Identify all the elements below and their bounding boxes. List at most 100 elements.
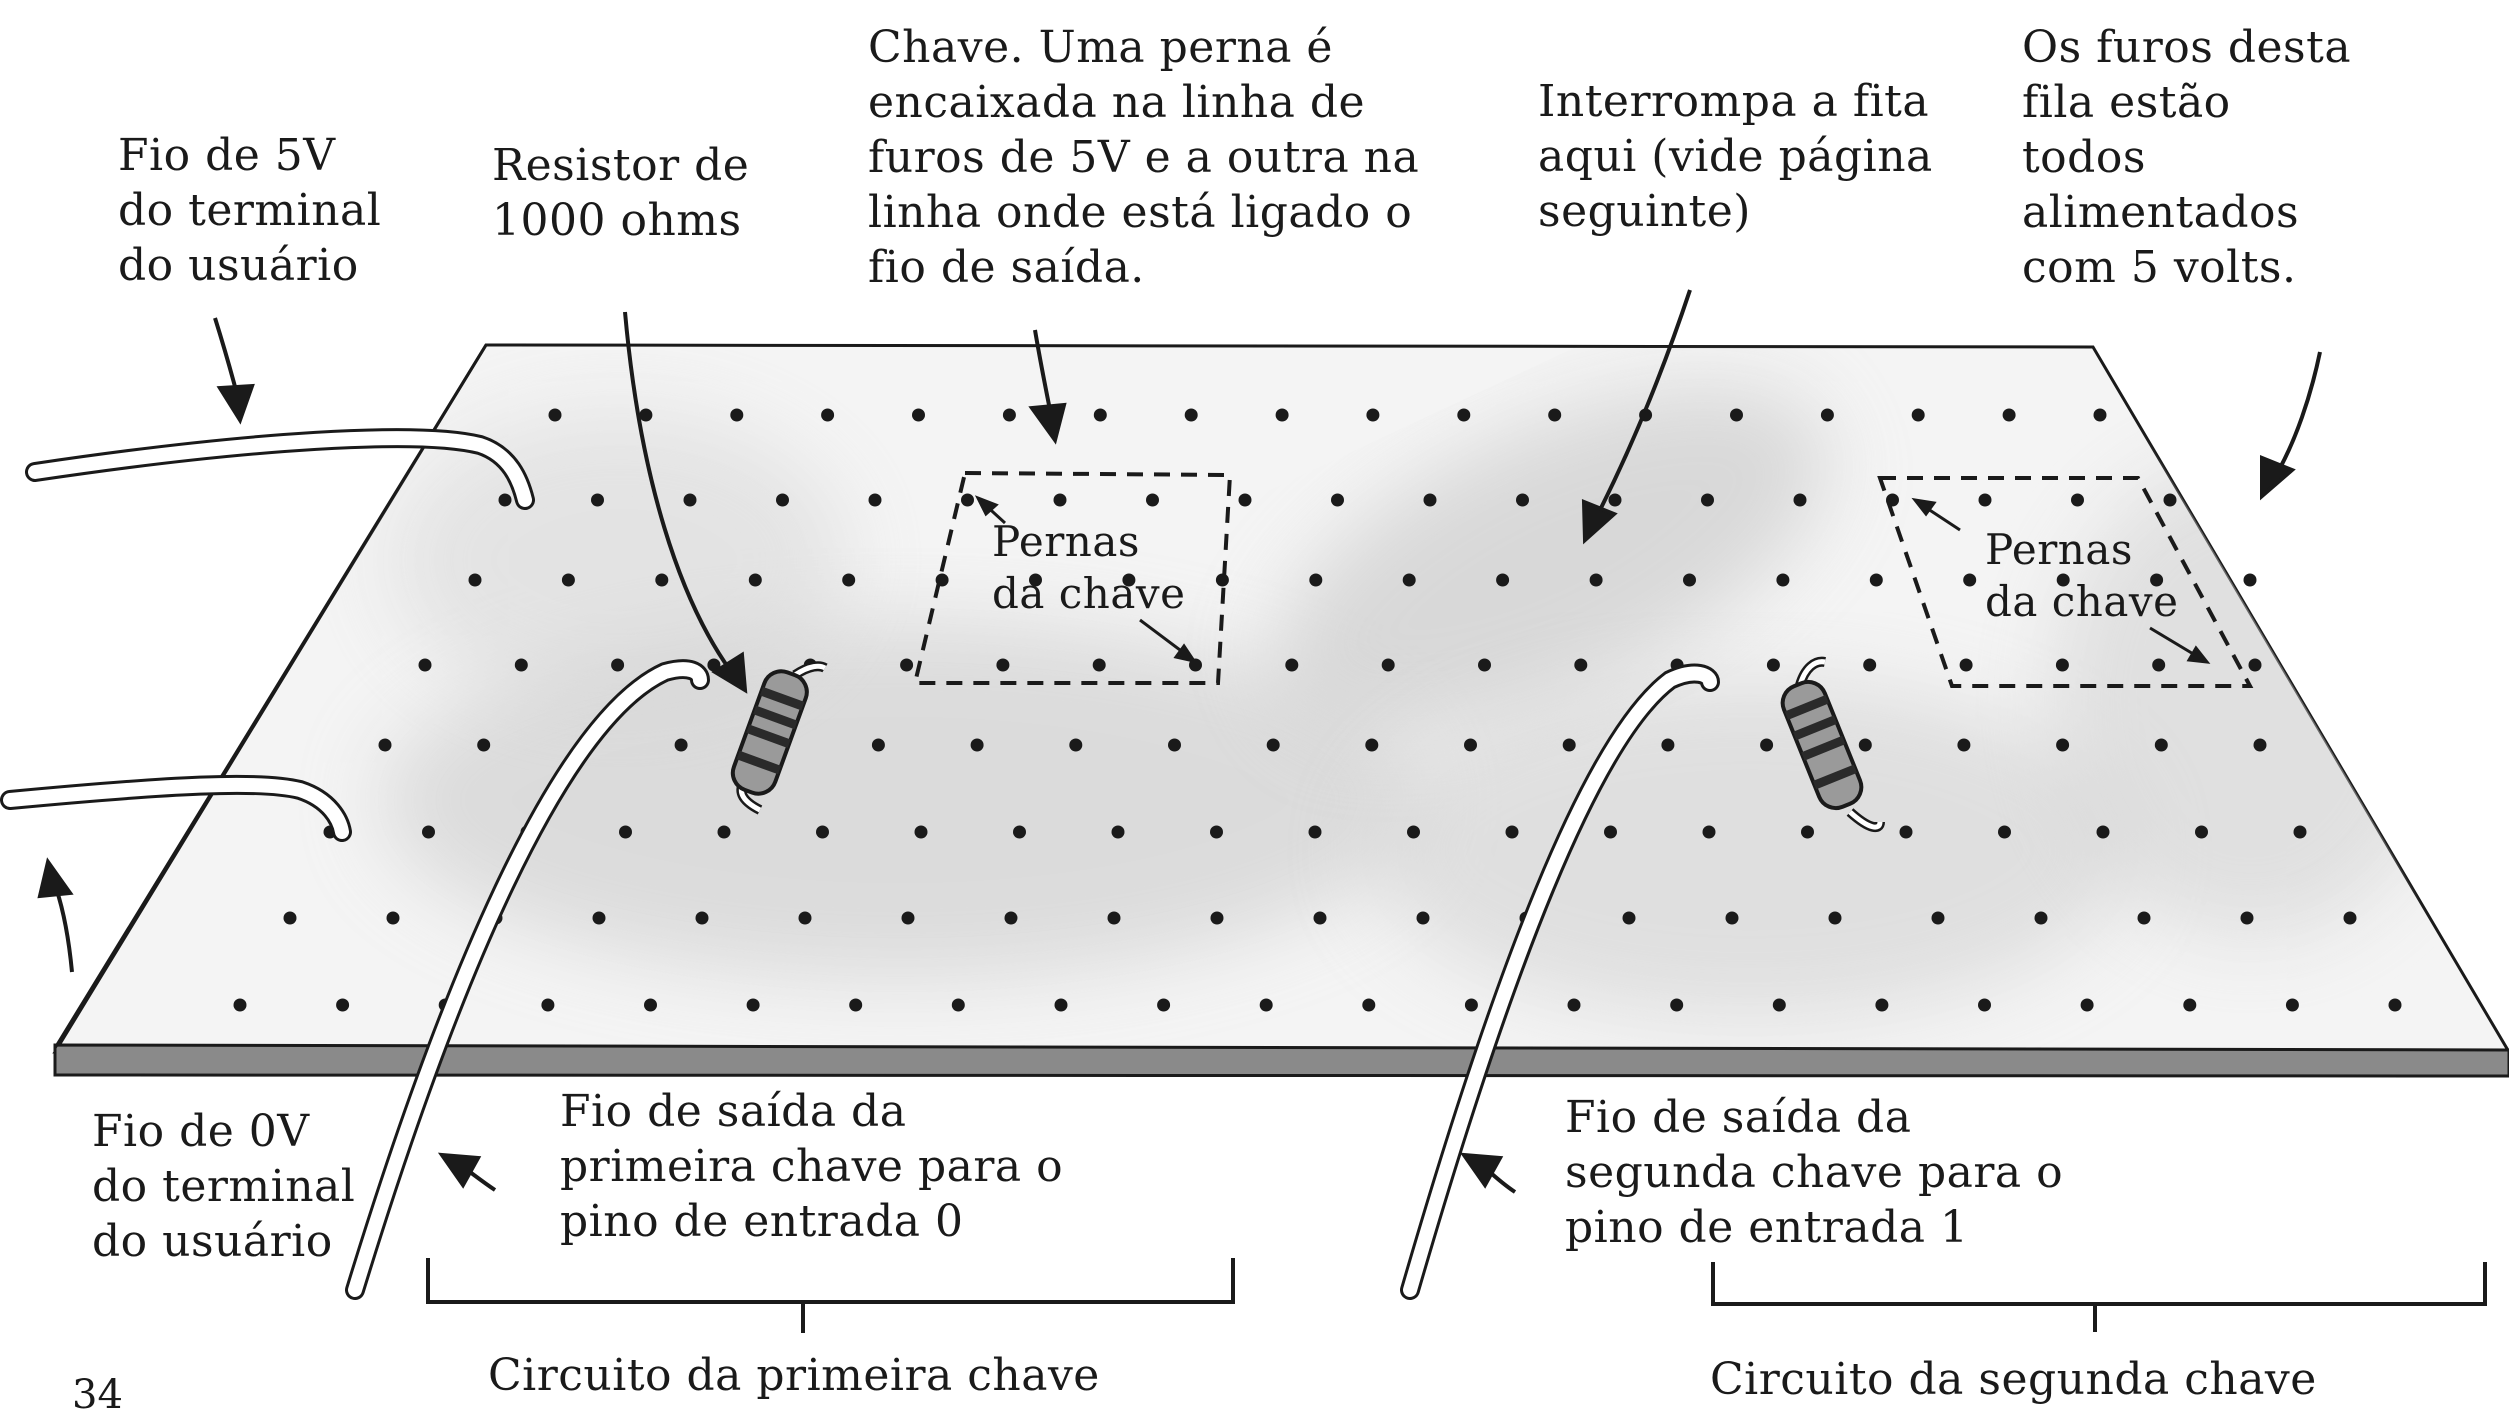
board-hole: [378, 738, 392, 752]
board-hole: [2253, 738, 2267, 752]
board-hole: [1604, 825, 1617, 839]
board-hole: [1013, 825, 1026, 839]
board-hole: [1238, 493, 1252, 507]
board-hole: [1863, 658, 1877, 672]
board-hole: [619, 825, 632, 839]
label-line: Pernas: [992, 517, 1140, 566]
label-line: Fio de saída da: [1565, 1092, 1912, 1143]
board-hole: [541, 998, 555, 1012]
board-hole: [1608, 493, 1622, 507]
board-hole: [1772, 998, 1786, 1012]
board-hole: [1122, 573, 1136, 587]
board-hole: [1313, 911, 1327, 925]
board-hole: [1828, 911, 1842, 925]
board-hole: [1683, 573, 1696, 587]
label-circuit-second: Circuito da segunda chave: [1710, 1352, 2317, 1407]
label-line: Circuito da segunda chave: [1710, 1354, 2317, 1405]
label-line: Fio de 0V: [92, 1106, 310, 1157]
board-hole: [2002, 408, 2016, 422]
board-hole: [1107, 911, 1121, 925]
label-line: Fio de 5V: [118, 130, 336, 181]
board-hole: [2152, 658, 2166, 672]
board-hole: [1820, 408, 1834, 422]
board-hole: [1308, 825, 1322, 839]
label-line: alimentados: [2022, 187, 2300, 238]
board-hole: [1899, 825, 1913, 839]
board-hole: [821, 408, 835, 422]
board-hole: [639, 408, 653, 422]
board-hole: [1505, 825, 1519, 839]
board-hole: [1548, 408, 1562, 422]
board-hole: [798, 911, 812, 925]
switch-outline-left: [912, 470, 1233, 685]
board-hole: [1978, 998, 1991, 1012]
board-hole: [2034, 911, 2048, 925]
label-line: pino de entrada 0: [560, 1196, 964, 1247]
board-hole: [914, 825, 928, 839]
board-hole: [2137, 911, 2151, 925]
board-hole: [1416, 911, 1430, 925]
label-5v-wire: Fio de 5V do terminal do usuário: [118, 128, 381, 293]
label-line: fila estão: [2022, 77, 2231, 128]
board-hole: [591, 493, 604, 507]
circuit-brackets: [426, 1258, 2487, 1333]
board-hole: [418, 658, 432, 672]
board-hole: [1496, 573, 1510, 587]
board-hole: [1760, 738, 1774, 752]
board-hole: [1054, 998, 1068, 1012]
board-hole: [468, 573, 482, 587]
board-hole: [1004, 911, 1018, 925]
board-hole: [2248, 658, 2262, 672]
board-hole: [842, 573, 856, 587]
board-hole: [1069, 738, 1083, 752]
board-hole: [970, 738, 984, 752]
board-hole: [336, 998, 350, 1012]
board-hole: [1516, 493, 1529, 507]
board-hole: [498, 493, 512, 507]
board-hole: [1210, 825, 1223, 839]
board-hole: [2154, 738, 2168, 752]
board-hole: [1959, 658, 1973, 672]
board-hole: [912, 408, 925, 422]
board-hole: [2285, 998, 2299, 1012]
label-line: Circuito da primeira chave: [488, 1350, 1100, 1401]
board-hole: [1365, 738, 1379, 752]
board-hole: [1285, 658, 1299, 672]
board-hole: [1776, 573, 1790, 587]
label-line: Resistor de: [492, 140, 750, 191]
board-hole: [655, 573, 669, 587]
board-hole: [1093, 408, 1107, 422]
label-line: encaixada na linha de: [868, 77, 1366, 128]
label-line: aqui (vide página: [1538, 131, 1933, 182]
board-hole: [1562, 738, 1576, 752]
board-hole: [1702, 825, 1716, 839]
board-hole: [2071, 493, 2084, 507]
board-hole: [2163, 493, 2177, 507]
wires: [0, 428, 1720, 1300]
board-hole: [592, 911, 606, 925]
label-switch-legs-right: Pernas da chave: [1985, 524, 2178, 628]
label-line: todos: [2022, 132, 2146, 183]
board-hole: [1701, 493, 1714, 507]
board-hole: [1670, 998, 1684, 1012]
leg-pointers: [974, 495, 2211, 664]
board-hole: [1574, 658, 1588, 672]
resistor-left: [730, 661, 828, 815]
board-hole: [674, 738, 688, 752]
label-output-first: Fio de saída da primeira chave para o pi…: [560, 1084, 1063, 1249]
board-hole: [816, 825, 829, 839]
board-hole: [1875, 998, 1889, 1012]
board-hole: [1402, 573, 1416, 587]
board-hole: [1407, 825, 1420, 839]
board-hole: [2343, 911, 2357, 925]
board-hole: [561, 573, 575, 587]
board-hole: [1478, 658, 1491, 672]
label-line: primeira chave para o: [560, 1141, 1064, 1192]
board-hole: [2195, 825, 2208, 839]
board-hole: [1567, 998, 1581, 1012]
board-hole: [1464, 738, 1477, 752]
label-line: da chave: [992, 569, 1186, 618]
board-hole: [1911, 408, 1925, 422]
board-hole: [1331, 493, 1344, 507]
